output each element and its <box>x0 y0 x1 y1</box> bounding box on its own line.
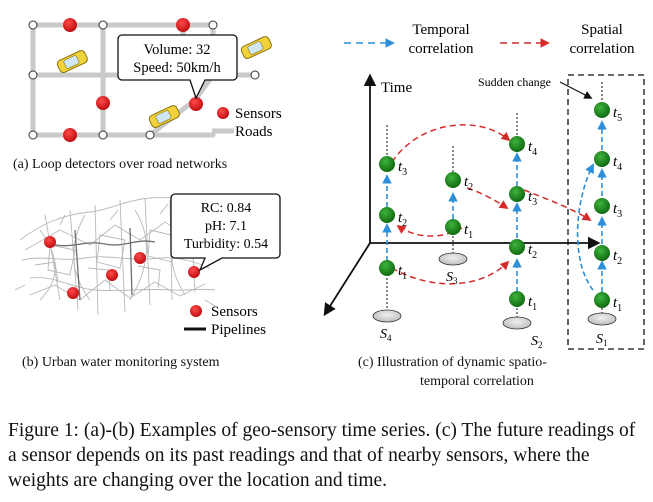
panel-b-callout: RC: 0.84 pH: 7.1 Turbidity: 0.54 <box>170 193 281 272</box>
panel-c-nodes <box>379 102 610 308</box>
caption-c-line2: temporal correlation <box>420 374 534 389</box>
legend-roads-label: Roads <box>235 124 273 140</box>
label-t1: t1 <box>613 295 622 314</box>
panel-a-cars <box>56 36 272 128</box>
label-t2: t2 <box>464 174 473 193</box>
label-s2: S2 <box>531 334 543 350</box>
node-s1-t5 <box>594 102 610 118</box>
callout-volume: Volume: 32 <box>144 42 211 58</box>
legend-temporal-line1: Temporal <box>412 22 469 38</box>
caption-c-line1: (c) Illustration of dynamic spatio- <box>358 355 547 370</box>
car-icon <box>56 50 88 73</box>
node-s1-t4 <box>594 151 610 167</box>
label-s1: S1 <box>596 332 608 348</box>
panel-a-callout: Volume: 32 Speed: 50km/h <box>117 34 238 100</box>
label-t2: t2 <box>613 248 622 267</box>
sensor-marker <box>96 96 110 110</box>
top-dotted-stems <box>386 80 603 172</box>
callout-ph: pH: 7.1 <box>205 219 247 234</box>
node-s1-t1 <box>594 292 610 308</box>
panel-b-sensors <box>44 236 200 299</box>
sensor-marker <box>106 269 118 281</box>
sensor-marker <box>188 266 200 278</box>
label-t3: t3 <box>398 159 407 178</box>
panel-b-pipeline-dark <box>54 227 156 301</box>
node-s2-t4 <box>509 136 525 152</box>
legend-sensor-dot <box>190 305 202 317</box>
label-t1: t1 <box>528 294 537 313</box>
node-s3-t1 <box>445 219 461 235</box>
legend-sensors-label: Sensors <box>235 106 282 122</box>
callout-rc: RC: 0.84 <box>201 201 252 216</box>
sensor-disk-s1 <box>587 312 617 326</box>
label-s4: S4 <box>380 327 392 343</box>
temporal-correlation-arrows <box>382 120 607 292</box>
sensor-disk-s4 <box>372 309 402 323</box>
sensor-marker <box>67 287 79 299</box>
sensor-marker <box>189 97 203 111</box>
label-t3: t3 <box>613 201 622 220</box>
legend-sensors-label: Sensors <box>211 304 258 320</box>
node-s2-t3 <box>509 186 525 202</box>
panel-c-time-labels: t1 t2 t3 t1 t2 t1 t2 t3 t4 t1 t2 t3 t4 t… <box>398 105 622 314</box>
sudden-change-box <box>567 74 645 350</box>
label-t4: t4 <box>613 154 622 173</box>
caption-a: (a) Loop detectors over road networks <box>13 157 227 172</box>
label-t2: t2 <box>398 210 407 229</box>
node-s2-t1 <box>509 291 525 307</box>
legend-sensor-dot <box>217 107 229 119</box>
panel-c-sensor-labels: S4 S3 S2 S1 <box>380 270 608 350</box>
panel-c-legend: Temporal correlation Spatial correlation <box>344 22 635 57</box>
sudden-change-label: Sudden change <box>478 75 551 89</box>
sudden-change-annotation: Sudden change <box>478 75 593 99</box>
node-s3-t2 <box>445 172 461 188</box>
legend-spatial-line1: Spatial <box>581 22 623 38</box>
sensor-marker <box>63 128 77 142</box>
legend-spatial-line2: correlation <box>570 41 635 57</box>
node-s4-t1 <box>379 260 395 276</box>
caption-b: (b) Urban water monitoring system <box>22 355 220 370</box>
node-s4-t3 <box>379 156 395 172</box>
legend-temporal-line2: correlation <box>409 41 474 57</box>
legend-pipelines-label: Pipelines <box>211 322 266 338</box>
callout-turbidity: Turbidity: 0.54 <box>184 237 268 252</box>
panel-c-axes: Time <box>323 73 601 317</box>
car-icon <box>148 105 180 128</box>
sensor-marker <box>44 236 56 248</box>
panel-a-sensors <box>63 18 203 142</box>
label-t4: t4 <box>528 139 537 158</box>
label-t5: t5 <box>613 105 622 124</box>
node-s1-t3 <box>594 198 610 214</box>
panel-a-legend: Sensors Roads <box>212 106 282 140</box>
panel-c-sensors <box>372 228 617 330</box>
sensor-disk-s3 <box>438 252 468 266</box>
label-t2: t2 <box>528 242 537 261</box>
panel-b-legend: Sensors Pipelines <box>184 304 266 338</box>
label-s3: S3 <box>446 270 458 286</box>
node-s1-t2 <box>594 245 610 261</box>
car-icon <box>240 36 272 59</box>
sensor-marker <box>176 18 190 32</box>
figure-caption: Figure 1: (a)-(b) Examples of geo-sensor… <box>8 420 636 491</box>
node-s2-t2 <box>509 239 525 255</box>
label-t1: t1 <box>398 263 407 282</box>
node-s4-t2 <box>379 207 395 223</box>
spatial-correlation-arrows <box>391 124 592 285</box>
label-t3: t3 <box>528 189 537 208</box>
callout-speed: Speed: 50km/h <box>133 60 221 76</box>
label-t1: t1 <box>464 222 473 241</box>
axis-time-label: Time <box>381 80 412 96</box>
sensor-disk-s2 <box>502 316 532 330</box>
sensor-marker <box>134 252 146 264</box>
sensor-marker <box>63 18 77 32</box>
